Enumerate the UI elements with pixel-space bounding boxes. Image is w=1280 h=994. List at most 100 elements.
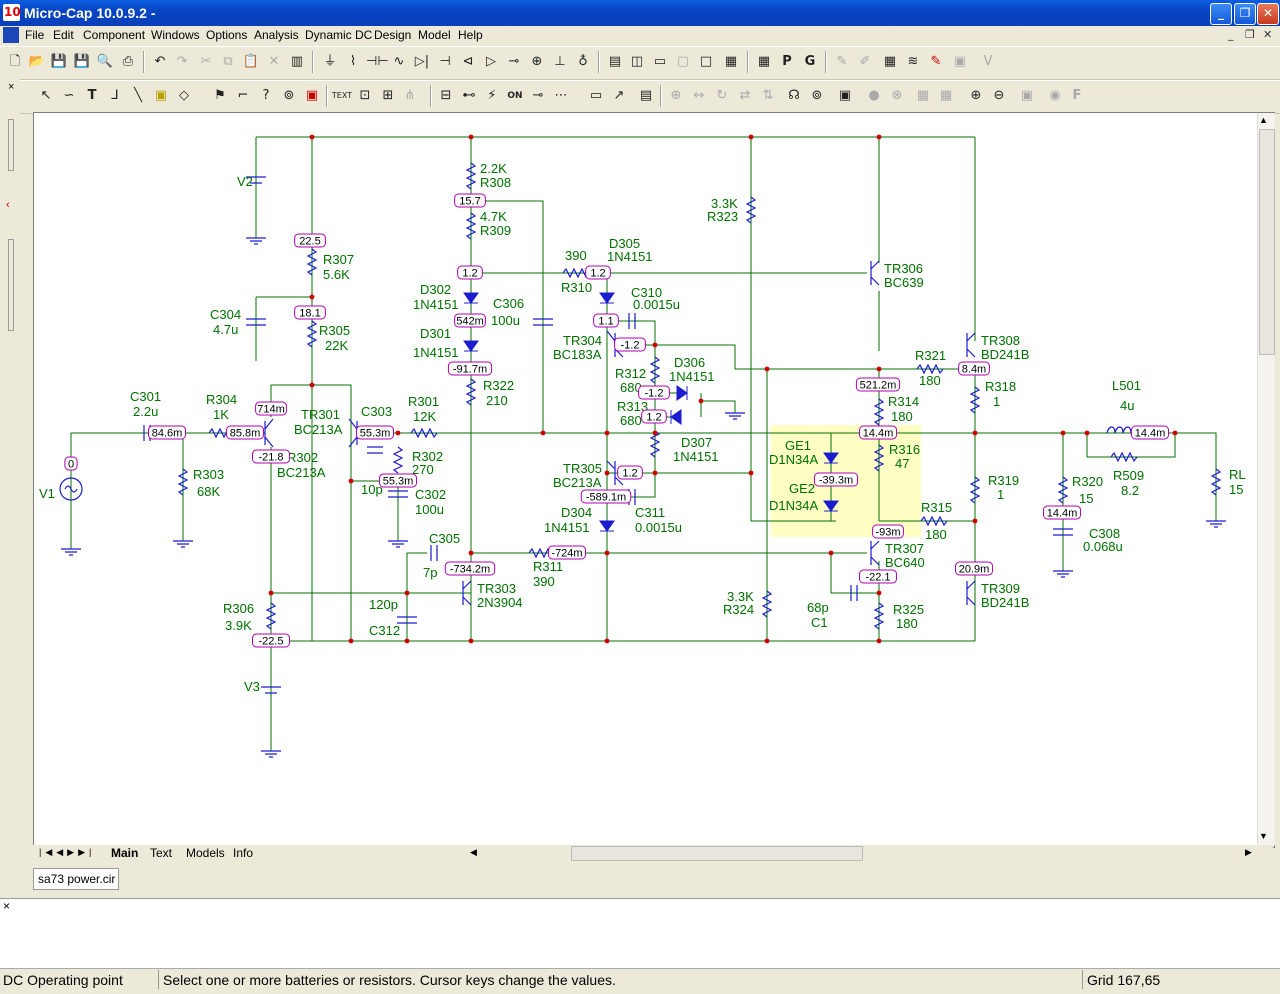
rotate-icon[interactable]: ↻	[716, 88, 728, 103]
inductor-icon[interactable]: ∿	[393, 54, 405, 69]
close-button[interactable]: ✕	[1257, 3, 1279, 25]
vl-icon[interactable]: V	[983, 54, 993, 69]
function-f-button[interactable]: F	[1072, 88, 1082, 103]
capacitor-icon[interactable]: ⊣⊢	[366, 54, 389, 69]
tile-vertical-icon[interactable]: ◫	[630, 54, 644, 69]
overlap-icon[interactable]: ▢	[676, 54, 690, 69]
bulb-icon[interactable]: ♁	[578, 54, 588, 69]
app-icon[interactable]: 10	[3, 4, 21, 21]
component-label[interactable]: 680	[620, 413, 642, 428]
component-label[interactable]: R303	[193, 467, 224, 482]
menu-model[interactable]: Model	[418, 28, 451, 42]
component-label[interactable]: BD241B	[981, 347, 1029, 362]
save-icon[interactable]: 💾	[50, 54, 68, 69]
3d-icon[interactable]: ◉	[1049, 88, 1061, 103]
delete-icon[interactable]: ✕	[268, 54, 280, 69]
zoom-in-icon[interactable]: ⊕	[970, 88, 982, 103]
component-label[interactable]: BC639	[884, 275, 924, 290]
global-settings-g-button[interactable]: G	[804, 54, 816, 69]
component-label[interactable]: R322	[483, 378, 514, 393]
component-label[interactable]: R304	[206, 392, 237, 407]
package-icon[interactable]: ▣	[953, 54, 967, 69]
component-label[interactable]: C1	[811, 615, 828, 630]
component-label[interactable]: TR308	[981, 333, 1020, 348]
tab-main[interactable]: Main	[111, 846, 139, 860]
component-label[interactable]: R308	[480, 175, 511, 190]
tab-text[interactable]: Text	[150, 846, 173, 860]
component-label[interactable]: 1	[997, 487, 1004, 502]
component-label[interactable]: D307	[681, 435, 712, 450]
component-label[interactable]: D305	[609, 236, 640, 251]
component-label[interactable]: C311	[635, 505, 665, 520]
menu-file[interactable]: File	[25, 28, 45, 42]
component-label[interactable]: 8.2	[1121, 483, 1139, 498]
component-label[interactable]: GE1	[785, 438, 811, 453]
document-icon[interactable]	[3, 27, 19, 43]
component-label[interactable]: 4u	[1120, 398, 1134, 413]
component-label[interactable]: L501	[1112, 378, 1141, 393]
component-label[interactable]: BC213A	[294, 422, 343, 437]
component-label[interactable]: D1N34A	[769, 498, 818, 513]
component-label[interactable]: 100u	[415, 502, 444, 517]
component-label[interactable]: C302	[415, 487, 446, 502]
tab-navigation-arrows[interactable]: |◀◀▶▶|	[39, 847, 96, 857]
component-label[interactable]: TR306	[884, 261, 923, 276]
region-icon[interactable]: ⌐	[237, 88, 249, 103]
condition-on-button[interactable]: ON	[507, 91, 523, 101]
probe-icon[interactable]: ✎	[836, 54, 848, 69]
component-label[interactable]: 3.9K	[225, 618, 252, 633]
properties-icon[interactable]: ▤	[639, 88, 653, 103]
component-label[interactable]: 2N3904	[477, 595, 523, 610]
component-label[interactable]: 180	[919, 373, 941, 388]
minimize-button[interactable]: _	[1210, 3, 1232, 25]
component-label[interactable]: 180	[925, 527, 947, 542]
component-label[interactable]: 390	[565, 248, 587, 263]
component-label[interactable]: 180	[896, 616, 918, 631]
component-label[interactable]: D301	[420, 326, 451, 341]
component-label[interactable]: 1N4151	[607, 249, 653, 264]
paste-icon[interactable]: 📋	[242, 54, 260, 69]
node-numbers-icon[interactable]: ⊡	[359, 88, 371, 103]
select-all-icon[interactable]: ▥	[290, 54, 304, 69]
menu-analysis[interactable]: Analysis	[254, 28, 299, 42]
show-values-icon[interactable]: ⊞	[382, 88, 394, 103]
component-label[interactable]: R307	[323, 252, 354, 267]
component-label[interactable]: R311	[533, 559, 563, 574]
mdi-restore-icon[interactable]: ❐	[1245, 28, 1255, 41]
hscroll-right-icon[interactable]: ▶	[1245, 847, 1252, 857]
diag-wire-icon[interactable]: ╲	[134, 88, 142, 103]
component-label[interactable]: V3	[244, 679, 260, 694]
component-label[interactable]: 680	[620, 380, 642, 395]
save-all-icon[interactable]: 💾	[73, 54, 91, 69]
shapes-icon[interactable]: ◇	[179, 88, 189, 103]
component-label[interactable]: TR301	[301, 407, 340, 422]
component-label[interactable]: GE2	[789, 481, 815, 496]
component-label[interactable]: 1N4151	[544, 520, 590, 535]
component-label[interactable]: C306	[493, 296, 524, 311]
component-label[interactable]: 120p	[369, 597, 398, 612]
component-label[interactable]: R312	[615, 366, 646, 381]
attribute-icon[interactable]: ▣	[305, 88, 319, 103]
mirror-icon[interactable]: ⇄	[739, 88, 751, 103]
battery-icon[interactable]: ⊣	[439, 54, 451, 69]
component-label[interactable]: 5.6K	[323, 267, 350, 282]
component-label[interactable]: 4.7K	[480, 209, 507, 224]
component-label[interactable]: C301	[130, 389, 161, 404]
pin-connect-icon[interactable]: ⋔	[404, 88, 416, 103]
undo-icon[interactable]: ↶	[154, 54, 166, 69]
component-label[interactable]: R324	[723, 602, 754, 617]
pin-dots-icon[interactable]: ⊸	[532, 88, 544, 103]
tab-info[interactable]: Info	[233, 846, 254, 860]
component-label[interactable]: C310	[631, 285, 662, 300]
component-label[interactable]: 4.7u	[213, 322, 238, 337]
component-label[interactable]: R309	[480, 223, 511, 238]
component-label[interactable]: TR305	[563, 461, 602, 476]
panel-splitter-2[interactable]	[8, 239, 14, 331]
print-icon[interactable]: ⎙	[122, 54, 134, 69]
menu-help[interactable]: Help	[458, 28, 483, 42]
component-label[interactable]: C305	[429, 531, 460, 546]
component-label[interactable]: 100u	[491, 313, 520, 328]
component-label[interactable]: TR304	[563, 333, 602, 348]
page-icon[interactable]: ▭	[589, 88, 603, 103]
